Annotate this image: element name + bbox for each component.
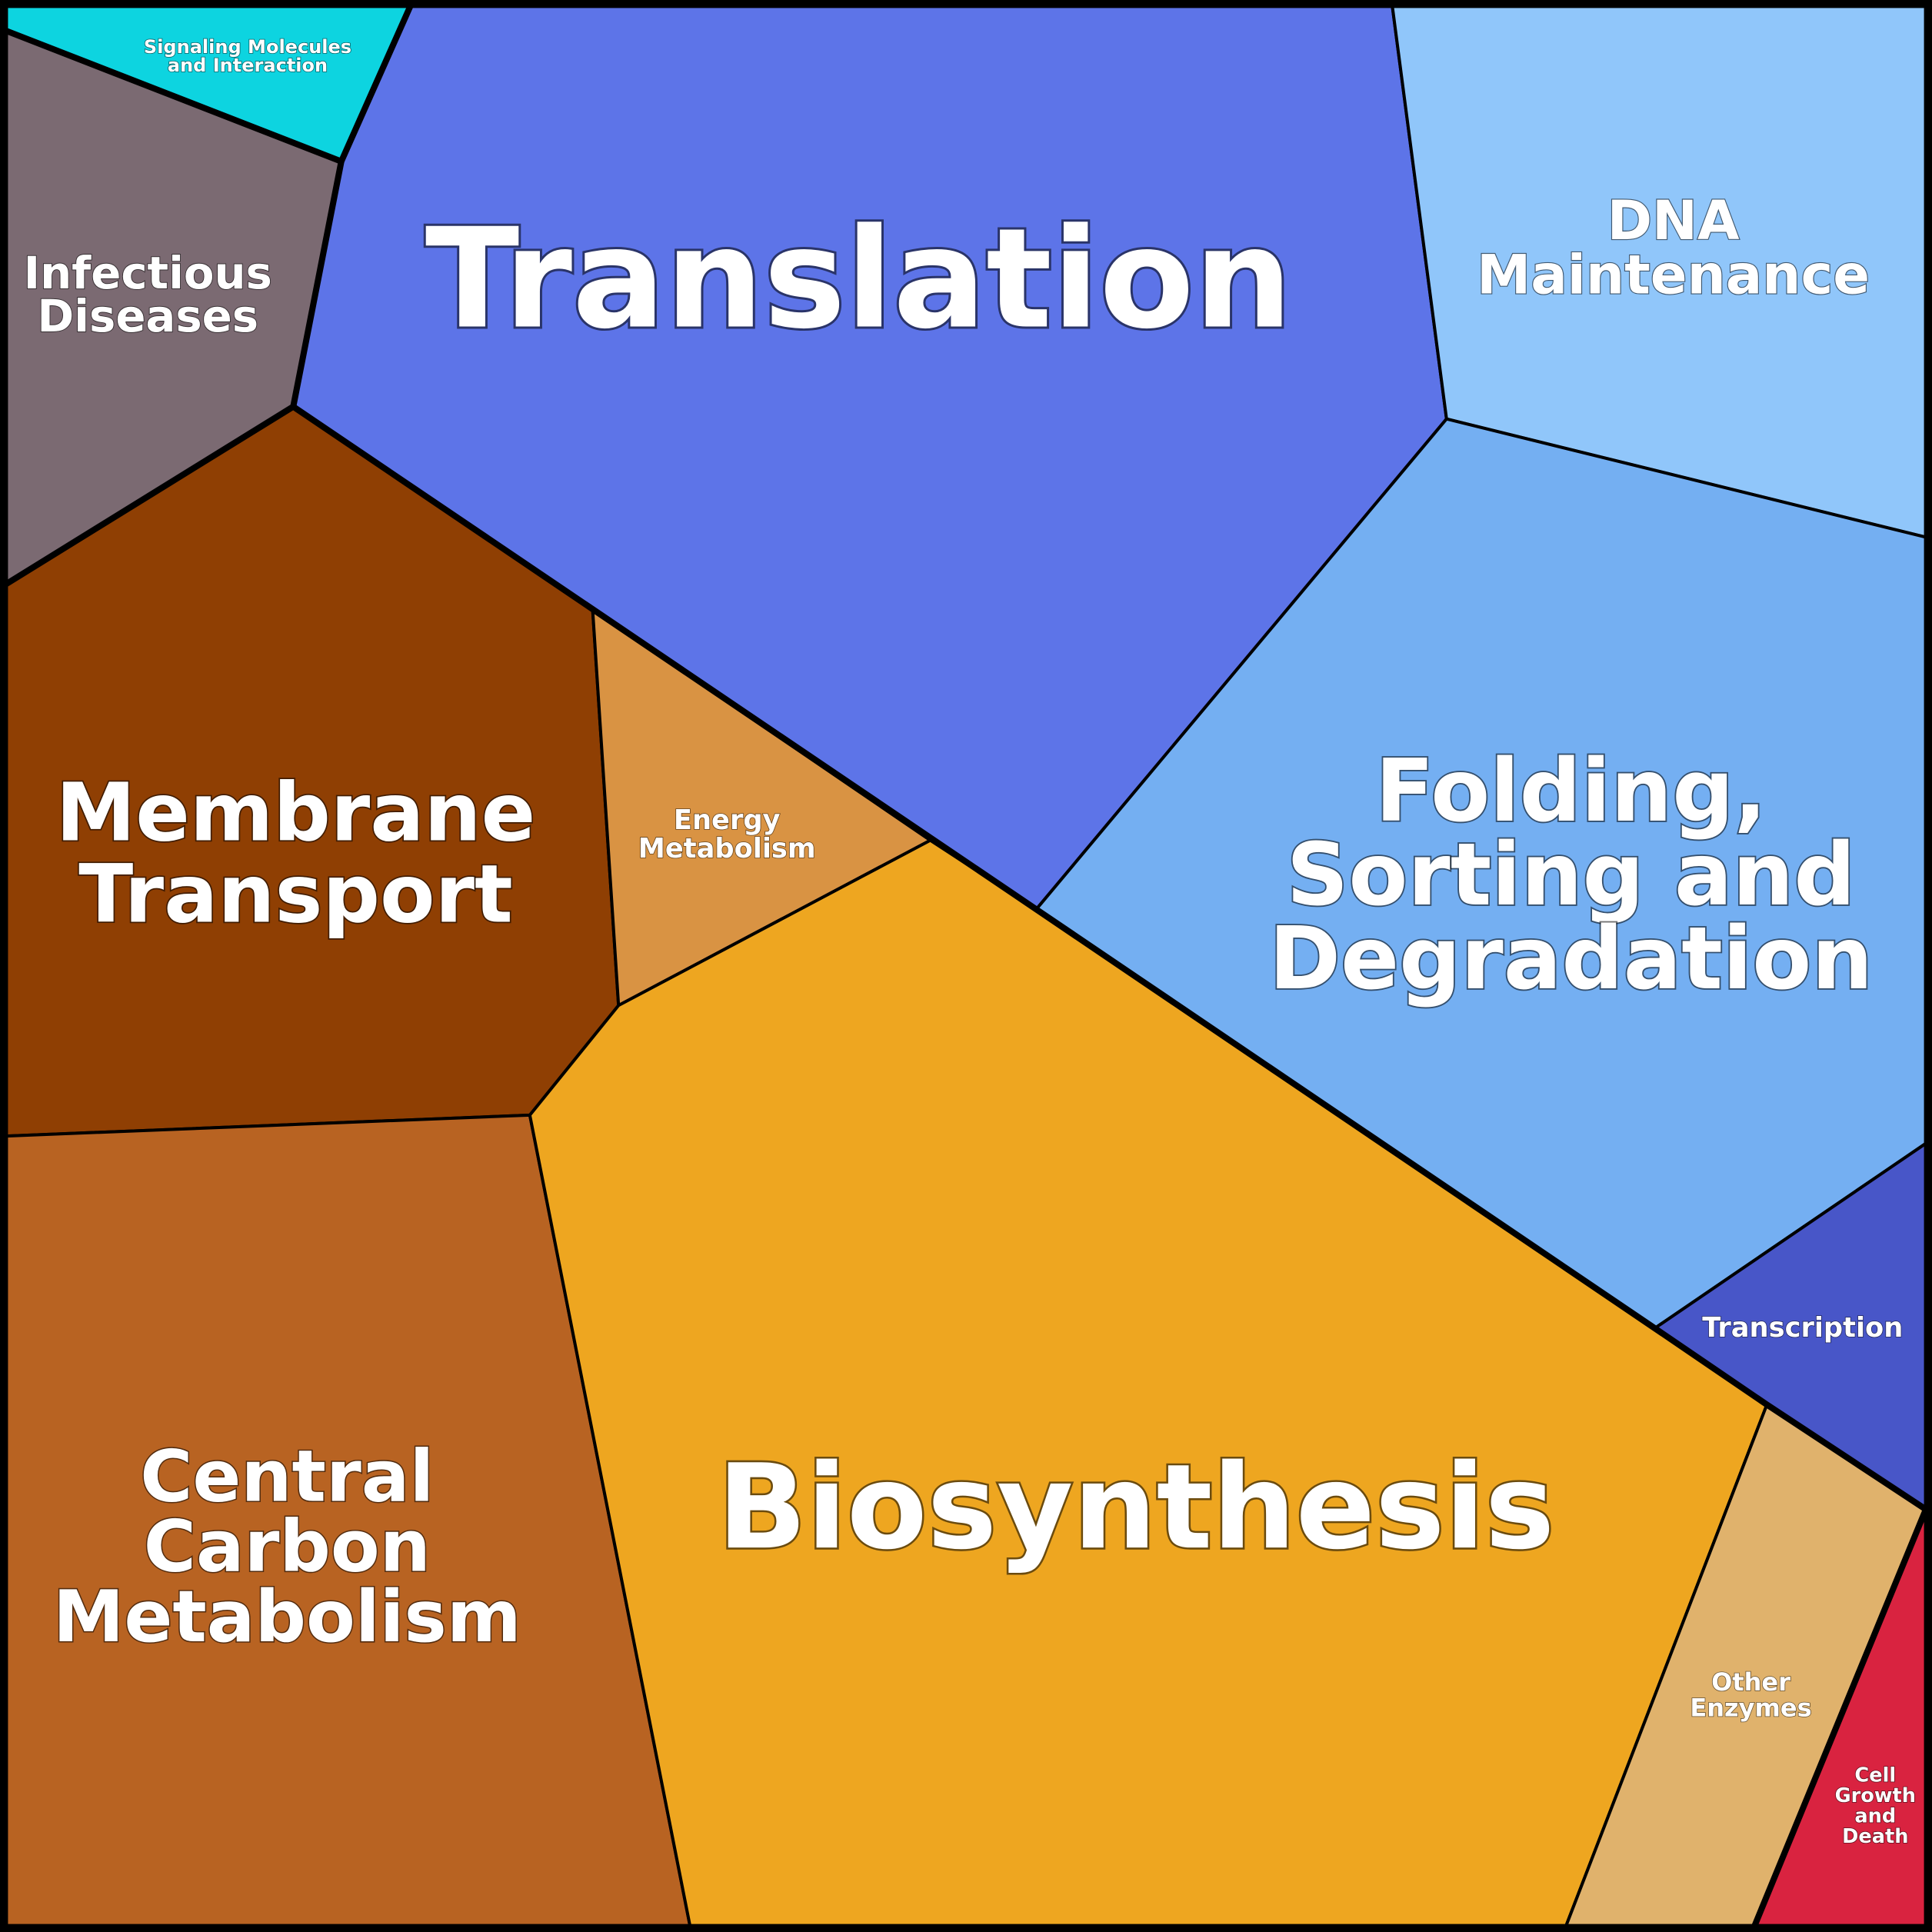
label-line: Degradation <box>1269 909 1873 1009</box>
label-line: Death <box>1842 1825 1908 1848</box>
label-line: Energy <box>674 804 781 836</box>
label-line: Other <box>1711 1667 1790 1697</box>
label-line: Translation <box>425 199 1293 360</box>
label-line: Central <box>140 1434 434 1517</box>
label-translation: Translation <box>425 199 1293 360</box>
label-transcription: Transcription <box>1702 1312 1903 1344</box>
label-line: Enzymes <box>1690 1694 1811 1723</box>
label-line: Sorting and <box>1287 825 1856 925</box>
label-line: Transport <box>78 847 513 941</box>
label-line: Metabolism <box>638 833 816 864</box>
label-line: Transcription <box>1702 1312 1903 1344</box>
label-line: Carbon <box>144 1505 431 1588</box>
label-line: and <box>1854 1804 1896 1827</box>
label-line: and Interaction <box>168 55 328 76</box>
label-line: Maintenance <box>1477 243 1870 306</box>
label-line: Diseases <box>37 290 258 342</box>
label-line: Membrane <box>56 766 536 860</box>
group-boundary <box>290 403 1929 1929</box>
label-line: Biosynthesis <box>718 1439 1555 1575</box>
label-line: Signaling Molecules <box>144 36 351 58</box>
label-line: Infectious <box>24 247 272 299</box>
label-line: DNA <box>1607 189 1740 252</box>
label-line: Growth <box>1835 1784 1916 1807</box>
label-biosynthesis: Biosynthesis <box>718 1439 1555 1575</box>
label-line: Folding, <box>1375 741 1767 841</box>
label-line: Cell <box>1854 1764 1896 1787</box>
label-line: Metabolism <box>53 1575 521 1658</box>
